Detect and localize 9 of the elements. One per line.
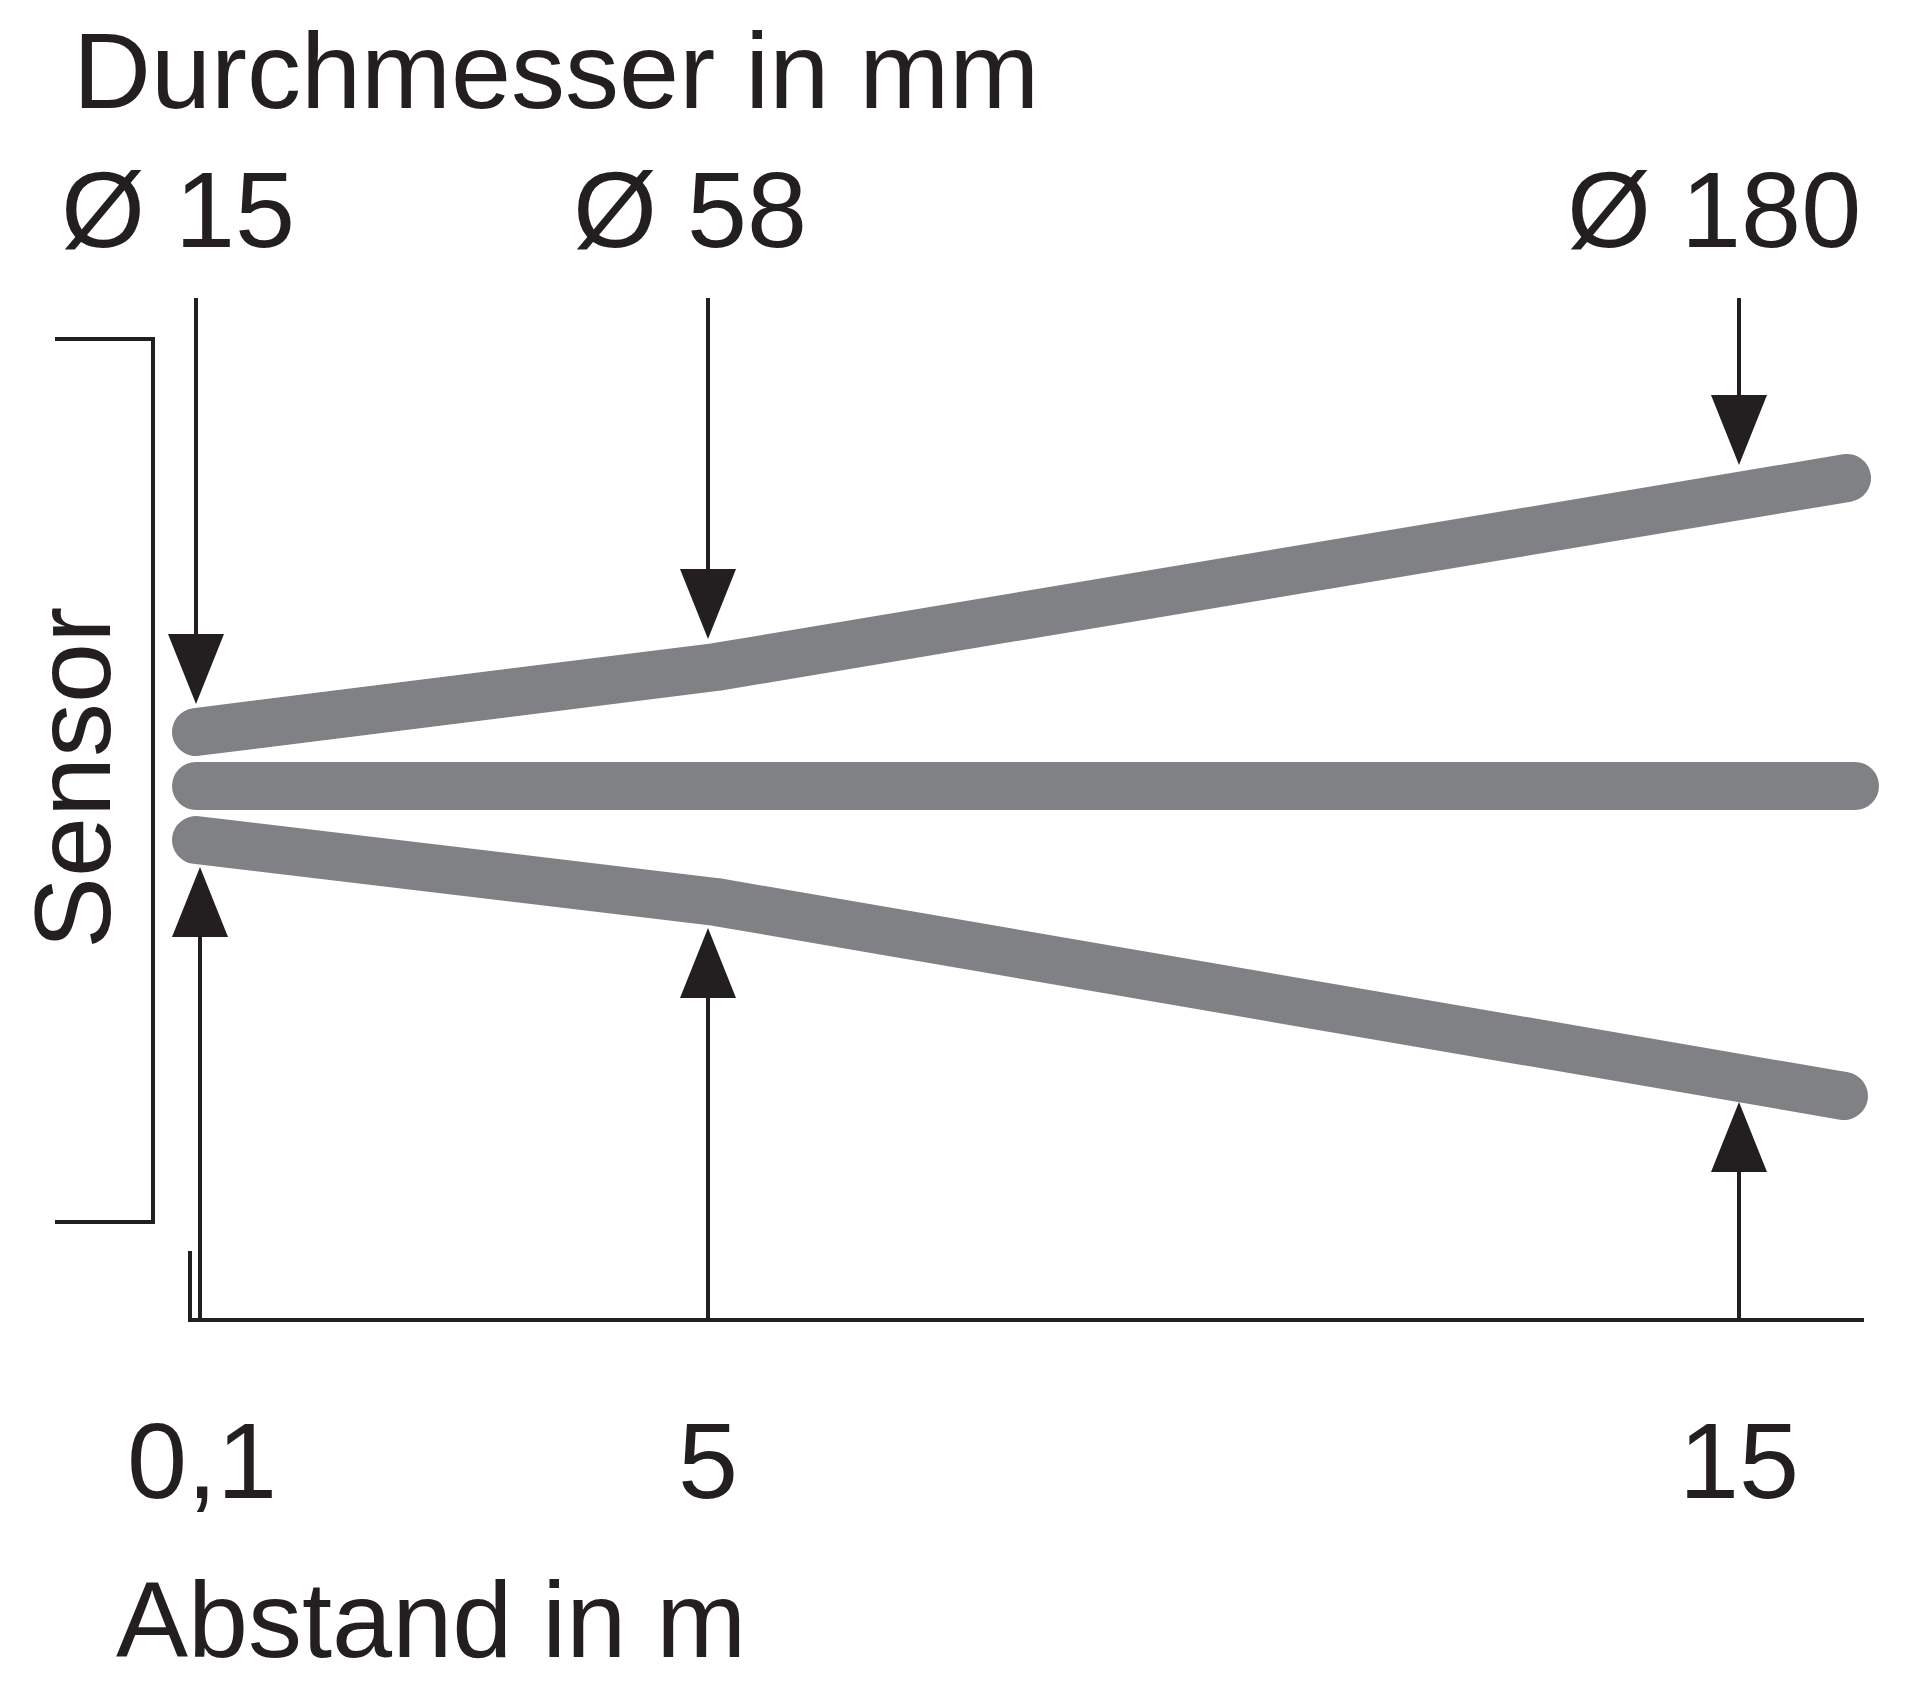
tick-label: 15	[1679, 1407, 1800, 1516]
axis-title: Durchmesser in mm	[73, 17, 1040, 126]
tick-label: 5	[678, 1407, 739, 1516]
axis-title: Abstand in m	[116, 1566, 747, 1675]
tick-label: 0,1	[127, 1407, 278, 1516]
diameter-value: Ø 15	[61, 156, 296, 265]
diameter-value: Ø 180	[1567, 156, 1862, 265]
diameter-value: Ø 58	[573, 156, 808, 265]
sensor-label: Sensor	[19, 606, 128, 950]
